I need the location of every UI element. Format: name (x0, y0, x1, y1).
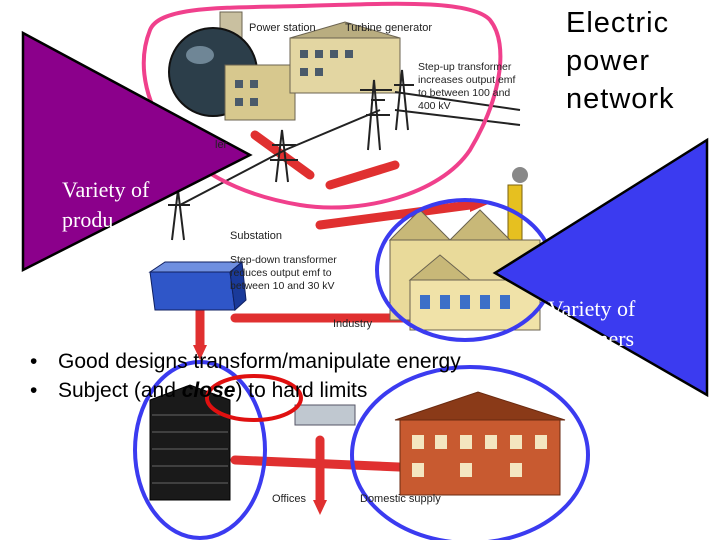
boiler-label-fragment: ler (215, 139, 228, 151)
bullet-text: Good designs transform/manipulate energy (58, 350, 461, 373)
step-up-line-3: to between 100 and (418, 87, 511, 99)
offices-label: Offices (272, 493, 307, 505)
step-up-line-2: increases output emf (418, 74, 516, 86)
bullet-list: Good designs transform/manipulate energy… (30, 347, 461, 405)
industry-illustration (388, 167, 541, 331)
step-down-line-3: between 10 and 30 kV (230, 280, 335, 292)
turbine-generator-label: Turbine generator (345, 22, 433, 34)
producers-line-2: produ (62, 207, 114, 232)
offices-illustration (149, 384, 356, 501)
domestic-outline (350, 365, 590, 540)
consumers-line-1: Variety of (548, 296, 636, 321)
step-down-line-2: reduces output emf to (230, 267, 332, 279)
slide-title: Electric power network (566, 4, 716, 118)
step-down-transformer-label: Step-down transformer reduces output emf… (230, 254, 337, 293)
power-station-illustration (168, 11, 401, 121)
step-up-transformer-label: Step-up transformer increases output emf… (418, 61, 515, 113)
pylons (168, 69, 521, 241)
producers-label: Variety of produ (62, 175, 149, 235)
step-up-line-4: 400 kV (418, 100, 451, 112)
producers-line-1: Variety of (62, 177, 150, 202)
substation-label: Substation (230, 230, 282, 242)
consumers-line-2: consumers (548, 326, 635, 351)
domestic-supply-label: Domestic supply (360, 493, 441, 505)
bullet-text-after: ) to hard limits (235, 379, 368, 402)
industry-label: Industry (333, 318, 373, 330)
title-line-2: power (566, 45, 650, 77)
power-station-label: Power station (249, 22, 316, 34)
bullet-emphasis: close (181, 379, 236, 402)
bullet-text-before: Subject (and (58, 379, 182, 402)
substation-illustration (148, 261, 247, 312)
consumers-triangle (492, 137, 709, 398)
step-up-line-1: Step-up transformer (418, 61, 512, 73)
bullet-item: Subject (and close) to hard limits (30, 376, 461, 405)
producers-triangle (21, 30, 253, 273)
bullet-item: Good designs transform/manipulate energy (30, 347, 461, 376)
title-line-1: Electric (566, 7, 670, 39)
step-down-line-1: Step-down transformer (230, 254, 337, 266)
domestic-illustration (394, 391, 566, 496)
consumers-label: Variety of consumers (548, 294, 708, 354)
title-line-3: network (566, 83, 675, 115)
